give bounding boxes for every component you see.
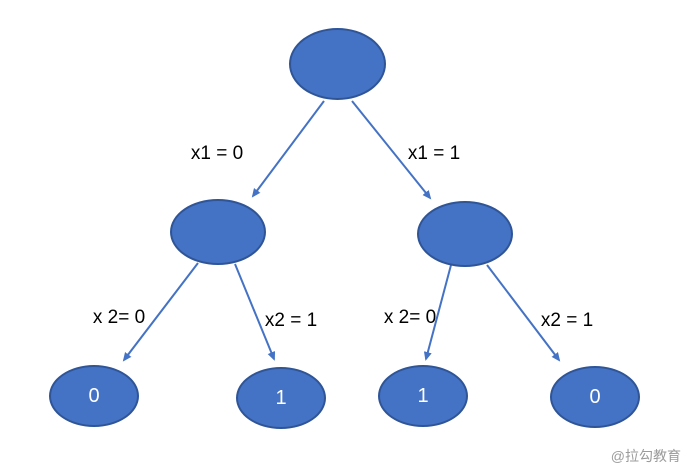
leaf-node-3-label: 1	[417, 384, 429, 407]
edge-root-left-arrow	[251, 100, 325, 198]
watermark-text: @拉勾教育	[610, 448, 681, 464]
edge-label-right-x2-0: x 2= 0	[383, 307, 437, 328]
leaf-node-1: 0	[49, 365, 139, 427]
leaf-node-2: 1	[236, 367, 326, 429]
edge-label-right-x2-1: x2 = 1	[540, 310, 594, 331]
left-child-node	[170, 199, 266, 265]
leaf-node-3: 1	[378, 365, 468, 427]
leaf-node-4: 0	[550, 366, 640, 428]
leaf-node-2-label: 1	[275, 386, 287, 409]
edge-label-left-x2-1: x2 = 1	[264, 310, 318, 331]
edge-label-left-x2-0: x 2= 0	[92, 307, 146, 328]
leaf-node-1-label: 0	[88, 384, 100, 407]
edge-label-x1-0: x1 = 0	[190, 143, 244, 164]
root-node	[289, 28, 386, 100]
leaf-node-4-label: 0	[589, 385, 601, 408]
right-child-node	[417, 201, 513, 267]
edge-label-x1-1: x1 = 1	[407, 143, 461, 164]
